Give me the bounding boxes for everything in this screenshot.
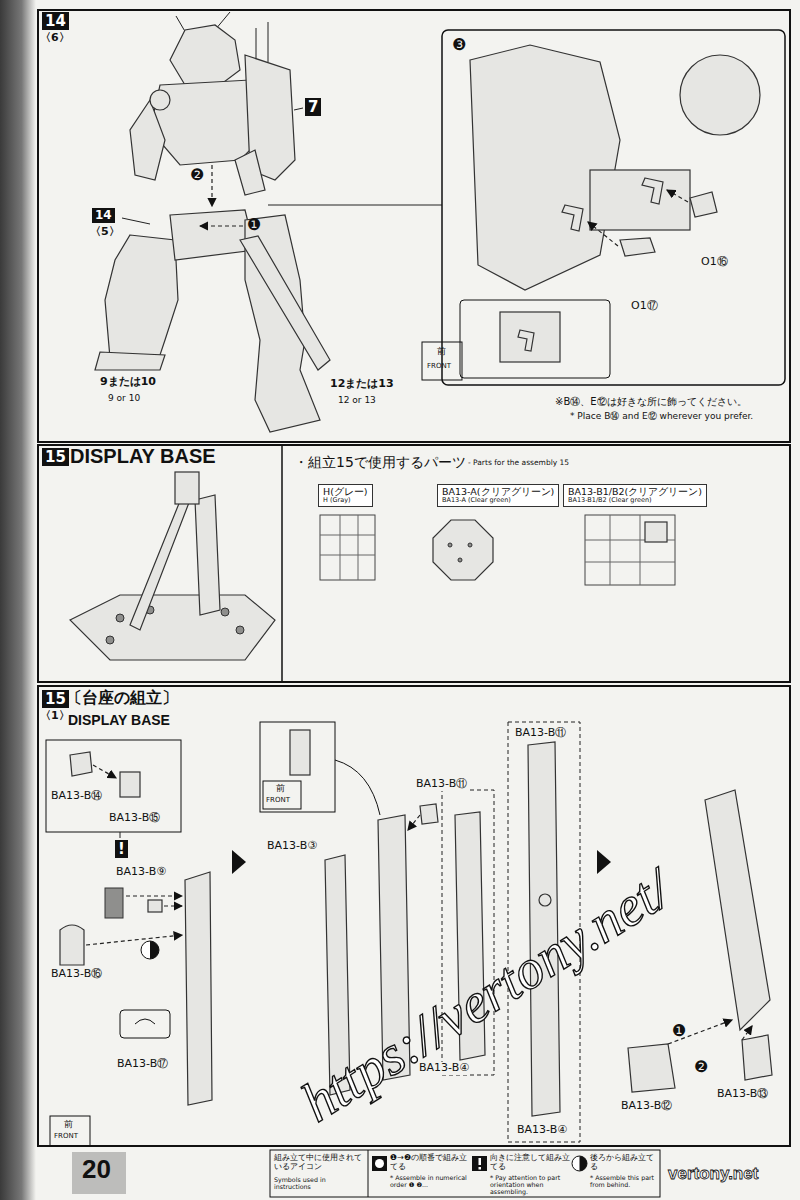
step-sub: 〈1〉 (40, 710, 70, 723)
legend-text-en: * Assemble this part from behind. (590, 1174, 656, 1188)
front-mark: FRONT (54, 1132, 78, 1140)
parts-label-en: H (Gray) (323, 497, 368, 505)
section-title: DISPLAY BASE (70, 445, 216, 468)
order-number: ❷ (190, 166, 204, 184)
part-name: BA13-B⑭ (50, 790, 103, 803)
parts-label: BA13-B1/B2(クリアグリーン) (568, 486, 702, 497)
front-mark: FRONT (427, 362, 451, 370)
part-name: BA13-B⑯ (50, 968, 103, 981)
part-name: BA13-B⑪ (415, 778, 468, 791)
part-choice: 12または13 (330, 378, 394, 391)
parts-box: BA13-B1/B2(クリアグリーン)BA13-B1/B2 (Clear gre… (563, 484, 707, 507)
legend-title: 組み立て中に使用されているアイコン (274, 1153, 364, 1171)
section-title: DISPLAY BASE (68, 712, 170, 728)
legend-text: 後ろから組み立てる (590, 1153, 656, 1171)
legend-title-en: Symbols used in instructions (274, 1176, 364, 1190)
parts-heading: ・組立15で使用するパーツ (294, 454, 466, 470)
callout-number: ❸ (452, 36, 466, 54)
legend-text-en: * Assemble in numerical order ❶ ❷... (390, 1174, 468, 1188)
step-sub: 〈6〉 (40, 32, 70, 45)
parts-label: H(グレー) (323, 486, 368, 497)
parts-box: H(グレー)H (Gray) (318, 484, 373, 507)
part-choice-en: 9 or 10 (108, 393, 140, 403)
legend-text: 向きに注意して組み立てる (490, 1153, 570, 1171)
page-number: 20 (82, 1155, 111, 1185)
part-name: BA13-B⑬ (716, 1088, 769, 1101)
part-name: BA13-B⑪ (514, 727, 567, 740)
front-mark: 前 (276, 783, 285, 793)
parts-label: BA13-A(クリアグリーン) (442, 486, 554, 497)
note: * Place B⑭ and E⑫ wherever you prefer. (570, 411, 753, 421)
part-name: BA13-B⑨ (115, 866, 167, 879)
part-name: BA13-B⑮ (108, 812, 161, 825)
part-name: BA13-B⑰ (116, 1058, 169, 1071)
caution-mark: ! (115, 840, 128, 858)
part-name: BA13-B③ (266, 840, 318, 853)
watermark: https://vertony.net/ (290, 857, 682, 1135)
front-mark: FRONT (266, 796, 290, 804)
part-name: O1⑰ (630, 300, 659, 313)
order-number: ❷ (694, 1058, 708, 1076)
step-number: 14 (92, 208, 115, 223)
legend-text-en: * Pay attention to part orientation when… (490, 1174, 570, 1196)
order-number: ❶ (672, 1022, 686, 1040)
part-name: BA13-B⑫ (620, 1100, 673, 1113)
step-sub: 〈5〉 (90, 226, 120, 239)
parts-heading-en: - Parts for the assembly 15 (468, 459, 569, 468)
step-number: 14 (42, 12, 69, 30)
front-mark: 前 (64, 1119, 73, 1129)
note: ※B⑭、E⑫は好きな所に飾ってください。 (555, 396, 747, 408)
part-name: BA13-B④ (516, 1124, 568, 1137)
parts-label-en: BA13-A (Clear green) (442, 497, 554, 505)
part-number: 7 (305, 98, 321, 116)
part-name: O1⑯ (700, 256, 729, 269)
parts-label-en: BA13-B1/B2 (Clear green) (568, 497, 702, 505)
watermark: vertony.net (668, 1164, 758, 1184)
part-choice: 9または10 (100, 376, 156, 389)
parts-box: BA13-A(クリアグリーン)BA13-A (Clear green) (437, 484, 559, 507)
step-number: 15 (42, 448, 69, 466)
section-title: 〔台座の組立〕 (66, 689, 178, 707)
legend-text: ❶→❷の順番で組み立てる (390, 1153, 468, 1171)
order-number: ❶ (247, 216, 261, 234)
part-choice-en: 12 or 13 (338, 395, 376, 405)
front-mark: 前 (437, 346, 446, 356)
step-number: 15 (42, 690, 69, 708)
